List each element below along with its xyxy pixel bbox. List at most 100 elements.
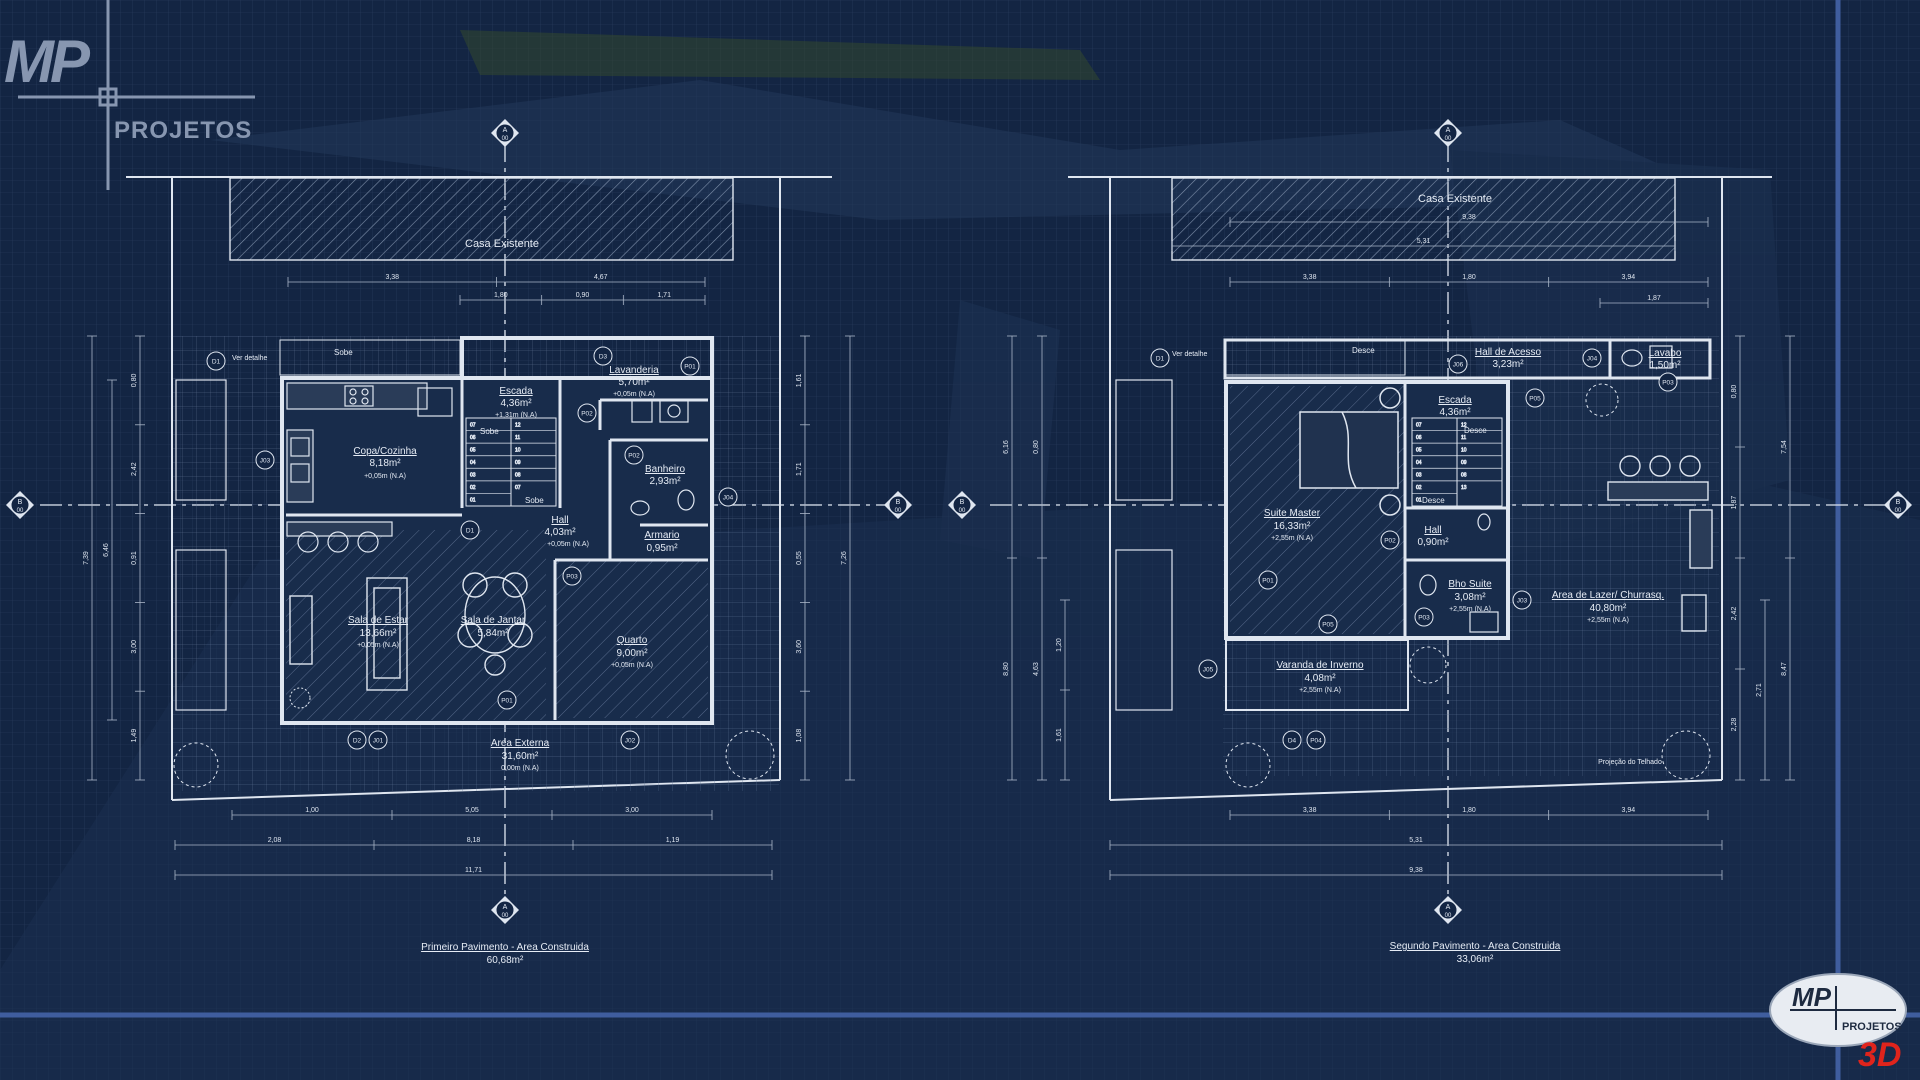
room-area: 4,36m² <box>1439 407 1471 418</box>
room-area: 4,08m² <box>1304 673 1336 684</box>
opening-tag-circle <box>347 730 367 750</box>
stair-step-number: 02 <box>1416 485 1422 491</box>
existing-house-label-2: Casa Existente <box>1418 193 1492 205</box>
opening-tag-circle <box>1582 348 1602 368</box>
dimension-label: 4,63 <box>1033 662 1040 676</box>
room-name: Area Externa <box>491 738 550 749</box>
opening-tag-label: J04 <box>1587 356 1598 363</box>
svg-text:A: A <box>1446 904 1451 911</box>
opening-tag-circle <box>1258 570 1278 590</box>
svg-text:A: A <box>503 127 508 134</box>
dimension-label: 3,60 <box>796 640 803 654</box>
opening-tag-label: P02 <box>1384 538 1396 545</box>
svg-text:B: B <box>18 499 23 506</box>
opening-tag-circle <box>680 356 700 376</box>
opening-tag-label: D2 <box>353 738 362 745</box>
dimension-label: 4,67 <box>594 274 608 281</box>
opening-tag-label: J01 <box>373 738 384 745</box>
svg-text:00: 00 <box>895 508 902 514</box>
dimension-label: 3,38 <box>385 274 399 281</box>
opening-tag-label: J05 <box>1203 667 1214 674</box>
badge-3d-text: 3D <box>1858 1036 1901 1074</box>
svg-text:00: 00 <box>502 136 509 142</box>
room-area: 5,70m² <box>618 377 650 388</box>
opening-tag-circle <box>562 566 582 586</box>
dimension-label: 1,08 <box>796 729 803 743</box>
room-name: Lavanderia <box>609 365 659 376</box>
stair-step-number: 01 <box>470 498 476 504</box>
room-level: +0,05m (N.A) <box>547 541 589 548</box>
dimension-label: 5,31 <box>1409 837 1423 844</box>
dimension-label: 0,90 <box>576 292 590 299</box>
room-level: +0,05m (N.A) <box>357 642 399 649</box>
room-labels-1: Copa/Cozinha 8,18m² +0,05m (N.A) Escada … <box>348 365 685 772</box>
opening-tag-circle <box>577 403 597 423</box>
opening-tag-label: P01 <box>501 698 513 705</box>
opening-tag-circle <box>1318 614 1338 634</box>
dimension-label: 3,38 <box>1303 807 1317 814</box>
dimension-label: 0,91 <box>131 551 138 565</box>
section-a-marker-1-top: A 00 <box>491 119 519 147</box>
opening-tag-circle <box>206 351 226 371</box>
stair-desce-2: Desce <box>1422 496 1445 505</box>
room-area: 8,18m² <box>369 458 401 469</box>
room-area: 5,84m² <box>477 628 509 639</box>
opening-tag-label: P04 <box>1310 738 1322 745</box>
stair-step-number: 04 <box>1416 460 1422 466</box>
stair-step-number: 13 <box>1461 485 1467 491</box>
opening-tag-label: P01 <box>1262 578 1274 585</box>
dimension-label: 6,16 <box>1003 440 1010 454</box>
plant-icons-2 <box>1225 383 1711 788</box>
opening-tag-label: P03 <box>566 574 578 581</box>
opening-tag-label: P05 <box>1529 396 1541 403</box>
stair-step-number: 11 <box>1461 435 1466 441</box>
side-stair-1 <box>175 379 227 711</box>
opening-tag-label: J04 <box>723 495 734 502</box>
stair-step-number: 10 <box>1461 447 1467 453</box>
stair-step-number: 01 <box>1416 498 1422 504</box>
dimension-label: 9,38 <box>1409 867 1423 874</box>
svg-text:00: 00 <box>502 913 509 919</box>
opening-tag-label: P05 <box>1322 622 1334 629</box>
dimension-label: 1,80 <box>494 292 508 299</box>
plan1-caption: Primeiro Pavimento - Area Construida <box>421 942 589 953</box>
section-a-marker-2-top: A 00 <box>1434 119 1462 147</box>
opening-tag-circle <box>1448 354 1468 374</box>
lazer-fixtures-2 <box>1607 455 1713 632</box>
opening-tag-circle <box>624 445 644 465</box>
opening-tag-label: J06 <box>1453 362 1464 369</box>
dimension-label: 1,87 <box>1731 496 1738 510</box>
stair-sobe-1: Sobe <box>480 427 499 436</box>
stair-step-number: 05 <box>470 447 476 453</box>
stair-step-number: 07 <box>515 485 521 491</box>
stair-step-number: 07 <box>470 422 476 428</box>
room-area: 1,50m² <box>1649 360 1681 371</box>
dimension-label: 0,80 <box>1033 440 1040 454</box>
dimension-label: 1,20 <box>1056 638 1063 652</box>
svg-text:B: B <box>1896 499 1901 506</box>
stair-step-number: 09 <box>1461 460 1467 466</box>
interior-walls-2 <box>1403 340 1612 638</box>
opening-tag-circle <box>368 730 388 750</box>
room-area: 31,60m² <box>502 751 539 762</box>
opening-tag-label: J03 <box>1517 598 1528 605</box>
room-name: Bho Suite <box>1448 579 1492 590</box>
plan2-area: 33,06m² <box>1457 954 1494 965</box>
room-name: Copa/Cozinha <box>353 446 417 457</box>
room-level: +0,05m (N.A) <box>364 473 406 480</box>
dimension-label: 2,08 <box>268 837 282 844</box>
stair-step-number: 08 <box>1461 473 1467 479</box>
opening-tag-circle <box>1380 530 1400 550</box>
room-level: +2,55m (N.A) <box>1271 535 1313 542</box>
room-name: Hall <box>1424 525 1441 536</box>
existing-house-2 <box>1171 177 1676 261</box>
dimension-label: 0,55 <box>796 551 803 565</box>
dimension-label: 3,38 <box>1303 274 1317 281</box>
room-area: 4,36m² <box>500 398 532 409</box>
room-level: +1,31m (N.A) <box>495 412 537 419</box>
room-name: Banheiro <box>645 464 685 475</box>
section-a-marker-1-bottom: A 00 <box>491 896 519 924</box>
